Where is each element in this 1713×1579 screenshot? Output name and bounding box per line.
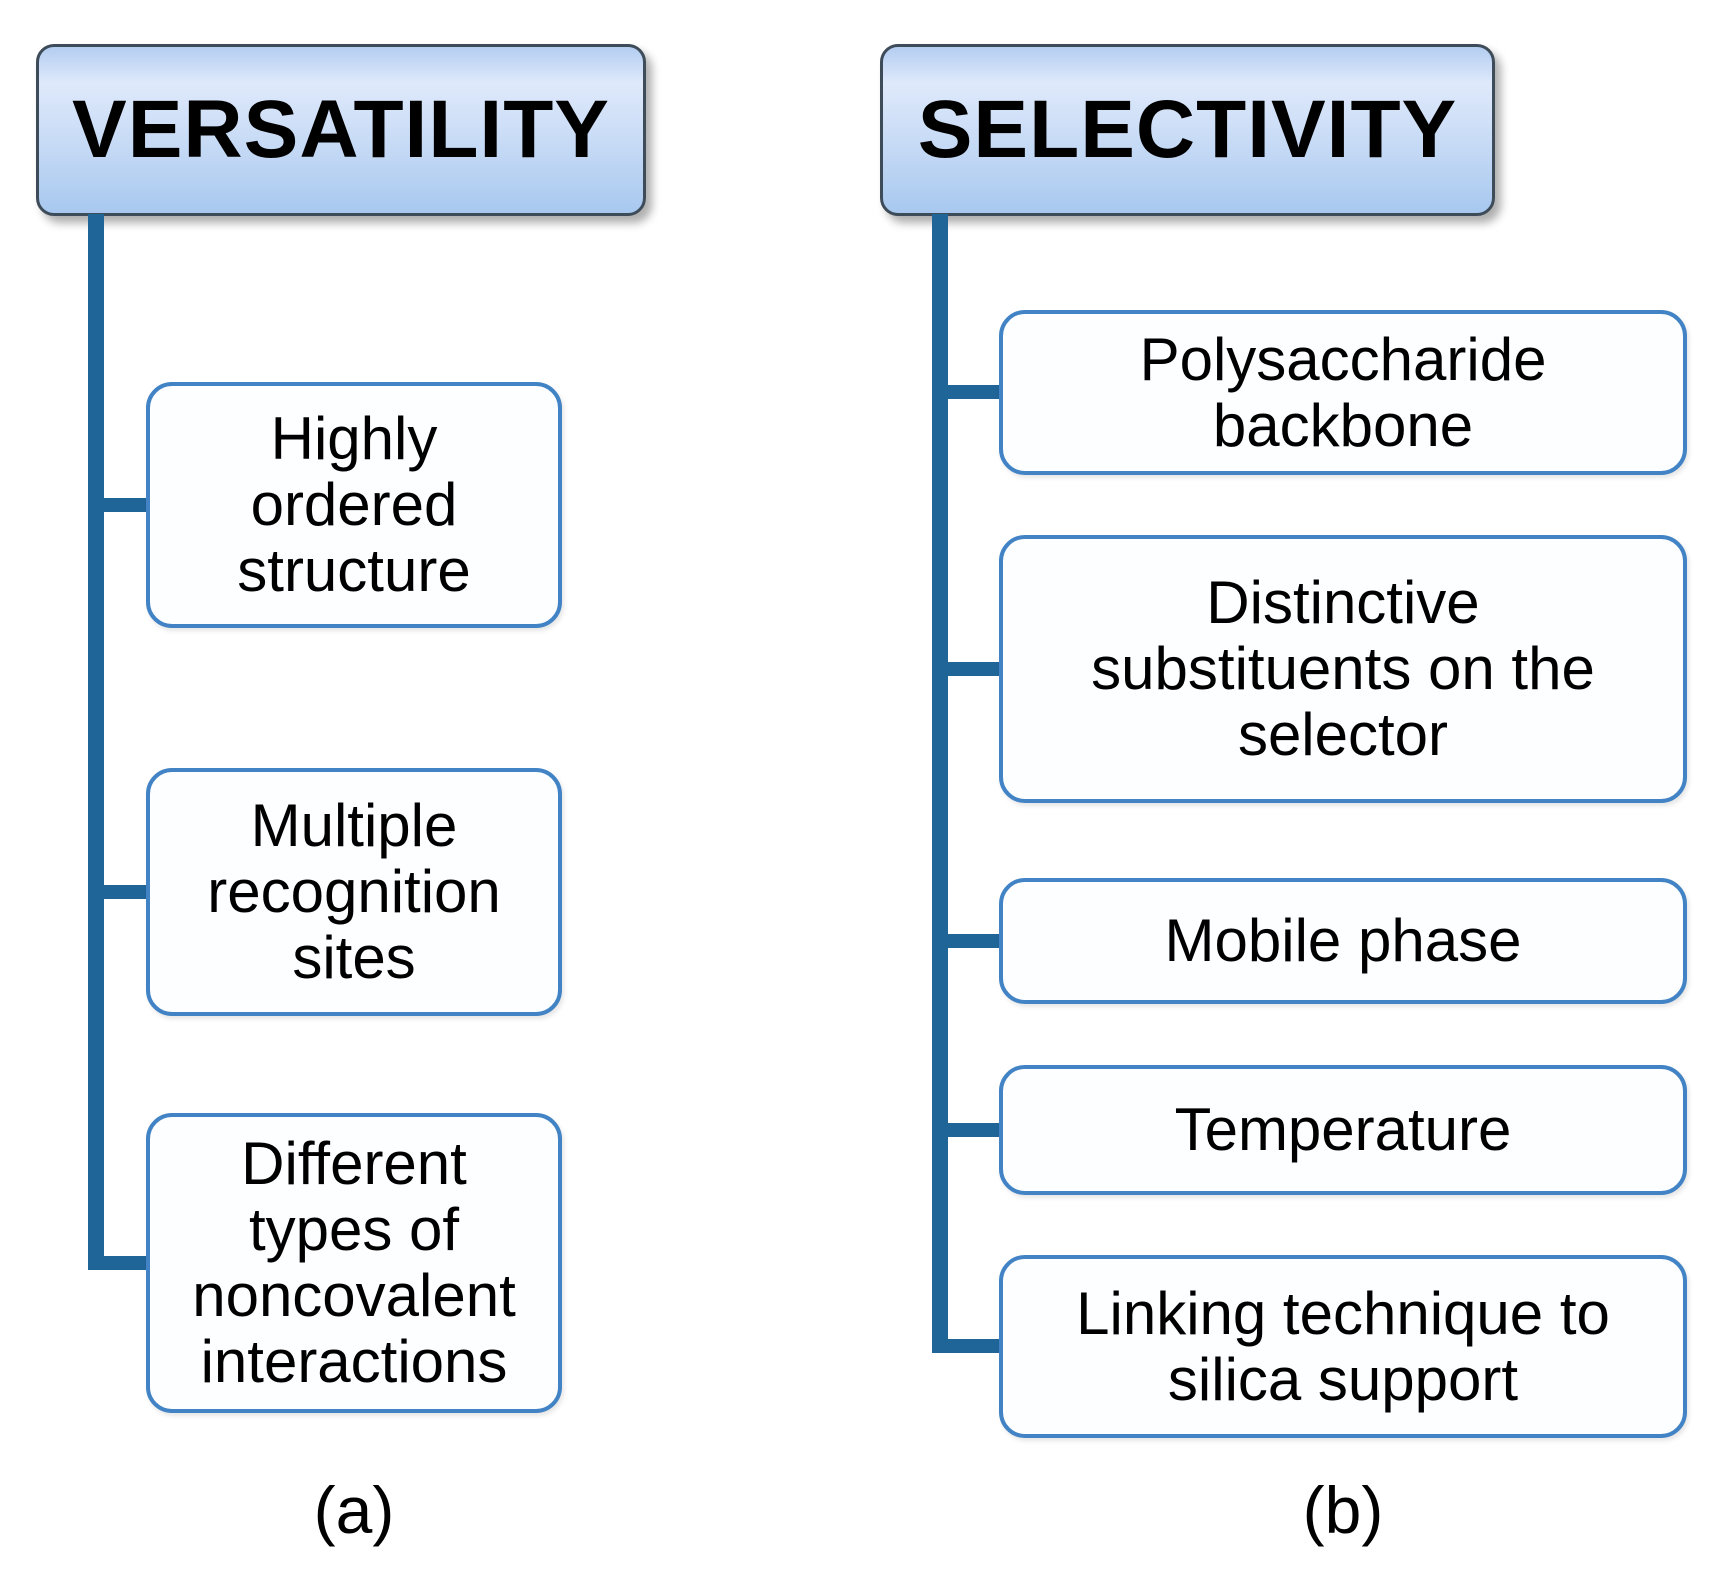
panel-a-connector-1: [88, 498, 150, 512]
panel-a-caption: (a): [313, 1473, 395, 1547]
panel-a-item-highly-ordered-structure: Highly ordered structure: [146, 382, 562, 628]
panel-a-item-2-label: Multiple recognition sites: [207, 792, 501, 991]
panel-b-item-1-label: Polysaccharide backbone: [1139, 325, 1547, 459]
panel-a-item-1-label: Highly ordered structure: [237, 405, 471, 604]
panel-b-connector-2: [932, 662, 1002, 676]
panel-b-connector-1: [932, 385, 1002, 399]
panel-b-item-polysaccharide-backbone: Polysaccharide backbone: [999, 310, 1687, 475]
panel-a-header-label: VERSATILITY: [72, 84, 610, 175]
panel-b-item-distinctive-substituents: Distinctive substituents on the selector: [999, 535, 1687, 803]
panel-b-connector-5: [932, 1339, 1002, 1353]
panel-a-trunk-line: [88, 214, 104, 1270]
panel-a-connector-3: [88, 1256, 150, 1270]
panel-a-header-box: VERSATILITY: [36, 44, 646, 216]
panel-a-connector-2: [88, 885, 150, 899]
panel-b-item-2-label: Distinctive substituents on the selector: [1091, 569, 1595, 768]
panel-b-item-5-label: Linking technique to silica support: [1076, 1279, 1610, 1413]
panel-b-item-linking-technique: Linking technique to silica support: [999, 1255, 1687, 1438]
panel-b-connector-3: [932, 934, 1002, 948]
panel-b-caption: (b): [1302, 1473, 1384, 1547]
panel-a-item-multiple-recognition-sites: Multiple recognition sites: [146, 768, 562, 1016]
panel-b-header-box: SELECTIVITY: [880, 44, 1495, 216]
panel-b-trunk-line: [932, 214, 948, 1353]
panel-b-item-temperature: Temperature: [999, 1065, 1687, 1195]
panel-b-connector-4: [932, 1123, 1002, 1137]
panel-b-item-3-label: Mobile phase: [1164, 907, 1522, 974]
panel-b-header-label: SELECTIVITY: [917, 84, 1458, 175]
panel-b-item-4-label: Temperature: [1174, 1096, 1512, 1163]
panel-a-item-3-label: Different types of noncovalent interacti…: [192, 1130, 516, 1395]
panel-b-item-mobile-phase: Mobile phase: [999, 878, 1687, 1004]
panel-a-item-noncovalent-interactions: Different types of noncovalent interacti…: [146, 1113, 562, 1413]
